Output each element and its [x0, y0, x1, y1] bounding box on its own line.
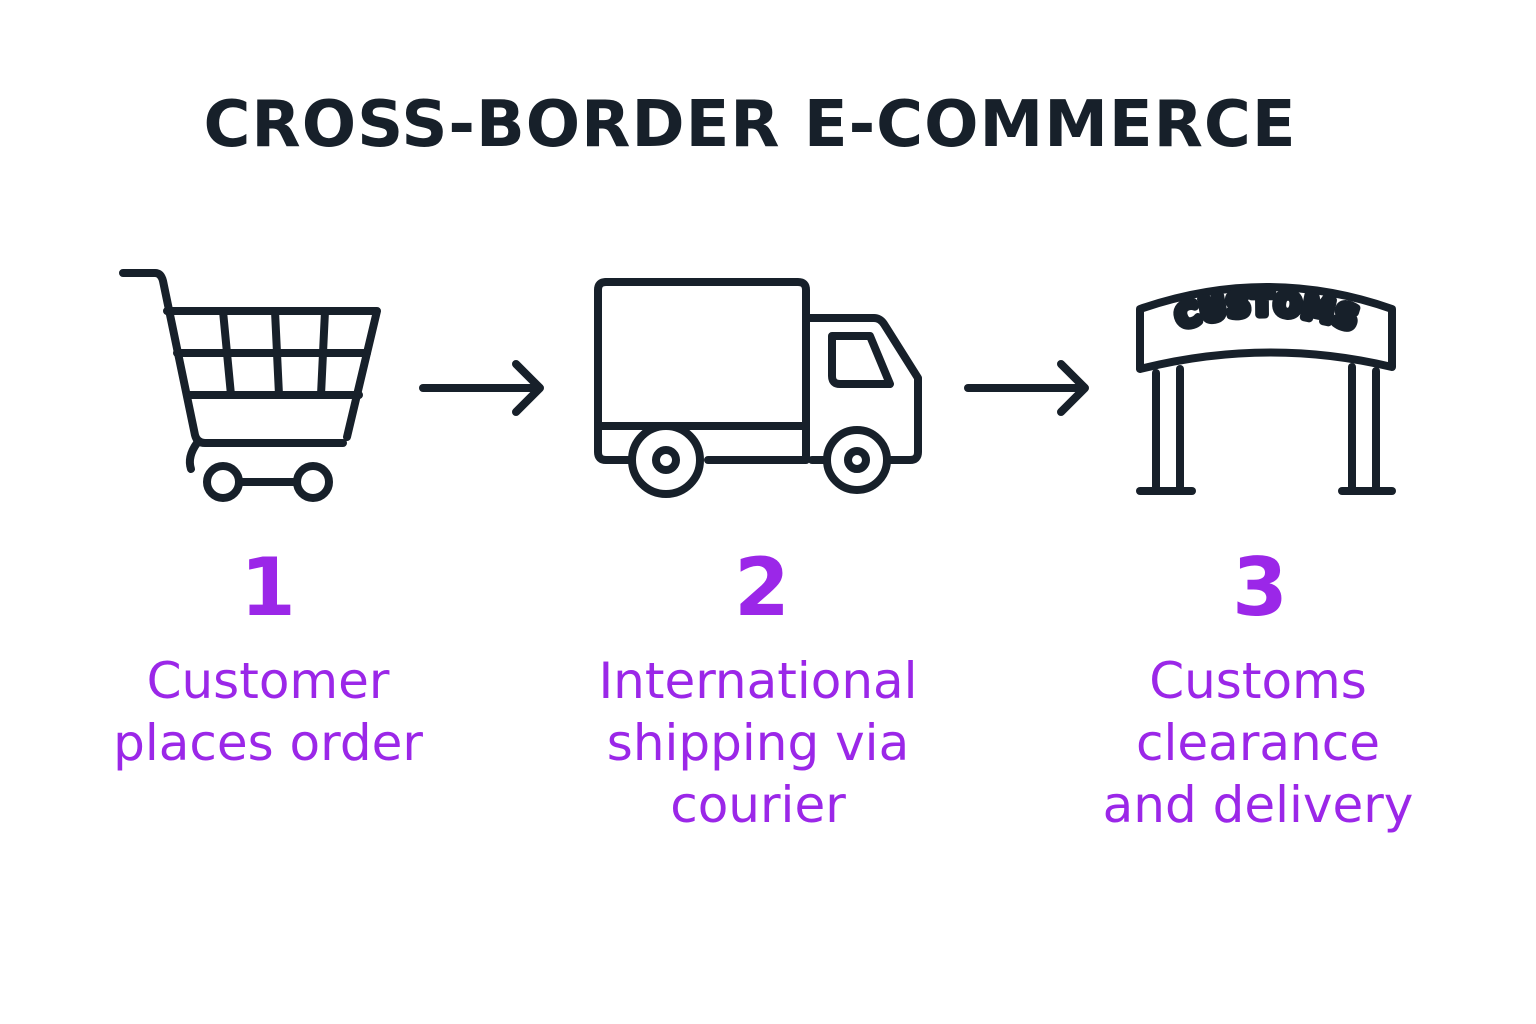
step-1-label-line: places order — [113, 714, 423, 772]
step-1-number: 1 — [240, 541, 296, 634]
delivery-truck-icon — [594, 278, 922, 498]
step-2-label-line: shipping via — [606, 714, 910, 772]
step-3-label-line: clearance — [1136, 714, 1380, 772]
step-1-label: Customer places order — [58, 650, 478, 774]
arrow-right-icon — [419, 360, 544, 416]
step-2-label-line: courier — [670, 776, 846, 834]
step-3-number: 3 — [1232, 541, 1288, 634]
shopping-cart-icon — [119, 269, 381, 502]
customs-arch-icon: CUSTOMS — [1136, 282, 1396, 495]
step-3-label-line: and delivery — [1102, 776, 1414, 834]
step-2-number: 2 — [734, 541, 790, 634]
step-3-label-line: Customs — [1149, 652, 1367, 710]
step-2-label-line: International — [598, 652, 918, 710]
step-1-label-line: Customer — [146, 652, 390, 710]
step-2-label: International shipping via courier — [548, 650, 968, 836]
diagram-title: CROSS-BORDER E-COMMERCE — [203, 88, 1297, 162]
step-3-label: Customs clearance and delivery — [1048, 650, 1468, 836]
arrow-right-icon — [964, 360, 1089, 416]
